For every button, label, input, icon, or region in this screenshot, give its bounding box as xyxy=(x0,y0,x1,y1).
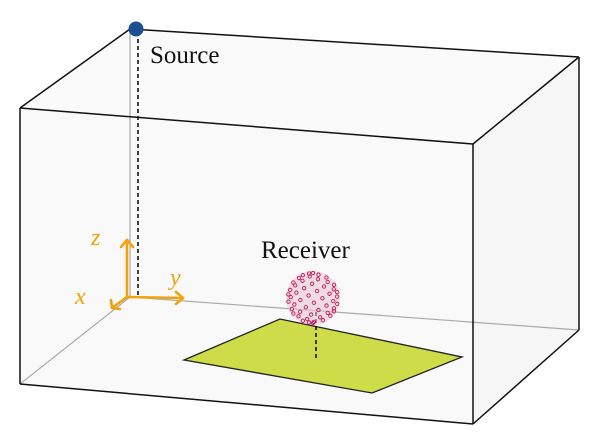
z-axis-label: z xyxy=(90,225,101,251)
y-axis-arrowhead xyxy=(174,290,185,306)
receiver-mic-point xyxy=(303,305,308,310)
receiver-mic-point xyxy=(300,318,306,323)
receiver-mic-point xyxy=(291,280,296,285)
receiver-mic-point xyxy=(310,270,316,276)
source-dot xyxy=(128,21,144,37)
source-label: Source xyxy=(150,42,219,69)
receiver-mic-point xyxy=(286,299,291,304)
receiver-label: Receiver xyxy=(261,237,351,264)
receiver-mic-point xyxy=(300,273,305,278)
receiver-mic-point xyxy=(315,277,321,282)
x-axis-label: x xyxy=(74,284,86,310)
x-axis xyxy=(110,295,129,310)
back-edge-floor-left xyxy=(19,296,131,385)
receiver-mic-point xyxy=(331,298,336,304)
receiver-mic-point xyxy=(293,283,298,288)
room-back-edges xyxy=(19,29,580,385)
receiver-mic-point xyxy=(306,271,312,276)
receiver-mic-point xyxy=(321,284,327,289)
receiver-mic-point xyxy=(320,296,325,301)
edge-bottom-right xyxy=(472,329,580,425)
floor-patch xyxy=(181,318,465,394)
y-axis-label: y xyxy=(168,265,181,291)
receiver-mic-point xyxy=(331,309,337,314)
receiver-mic-point xyxy=(328,313,333,318)
receiver-mic-point xyxy=(296,314,301,319)
receiver-mic-point xyxy=(286,292,291,297)
y-axis xyxy=(125,295,185,300)
receiver-mic-point xyxy=(327,291,332,296)
receiver-mic-point xyxy=(306,320,312,325)
receiver-mic-point xyxy=(325,279,330,285)
receiver-mic-point xyxy=(300,278,305,284)
edge-top-left xyxy=(19,28,131,109)
receiver-mic-point xyxy=(325,310,330,316)
room-top-face xyxy=(20,29,579,144)
edge-front-top xyxy=(19,107,474,145)
receiver-mic-point xyxy=(309,312,314,317)
receiver-mic-point xyxy=(292,302,297,307)
receiver-mic-point xyxy=(320,318,326,323)
receiver-mic-point xyxy=(291,311,296,316)
edge-top-right xyxy=(472,56,580,145)
receiver-mic-point xyxy=(316,272,321,277)
receiver-mic-point xyxy=(296,275,302,281)
receiver-mic-point xyxy=(324,275,329,280)
receiver-mic-point xyxy=(335,301,340,307)
receiver-mic-point xyxy=(324,303,329,308)
receiver-mic-point xyxy=(301,286,307,291)
receiver-mic-point xyxy=(305,316,310,322)
receiver-sphere xyxy=(286,270,340,326)
receiver-mic-point xyxy=(335,289,340,295)
x-axis-arrowhead xyxy=(109,298,122,311)
receiver-mic-point xyxy=(287,287,293,292)
room-box-faces xyxy=(20,29,579,424)
receiver-mic-point xyxy=(294,290,299,295)
receiver-mic-point xyxy=(306,293,311,298)
edge-front-bottom xyxy=(19,383,474,425)
room-visible-edges xyxy=(19,28,580,425)
receiver-mic-point xyxy=(288,295,293,300)
coordinate-axes xyxy=(109,238,185,311)
receiver-mic-point xyxy=(307,274,312,279)
back-edge-floor-right xyxy=(129,296,580,331)
receiver-mic-point xyxy=(334,294,340,299)
room-right-face xyxy=(473,57,579,424)
receiver-mic-point xyxy=(310,320,316,326)
receiver-mic-point xyxy=(297,309,303,314)
receiver-mic-point xyxy=(309,281,315,286)
edge-top-back xyxy=(129,28,580,58)
receiver-mic-point xyxy=(289,306,294,312)
receiver-mic-point xyxy=(298,297,303,303)
receiver-mic-point xyxy=(316,307,321,313)
receiver-mic-point xyxy=(317,315,323,320)
receiver-mic-point xyxy=(314,288,320,294)
receiver-mic-point xyxy=(331,282,337,287)
z-axis-arrowhead xyxy=(119,238,135,249)
receiver-mic-point xyxy=(311,300,317,305)
receiver-mic-point xyxy=(331,306,337,311)
receiver-mic-point xyxy=(331,287,336,292)
